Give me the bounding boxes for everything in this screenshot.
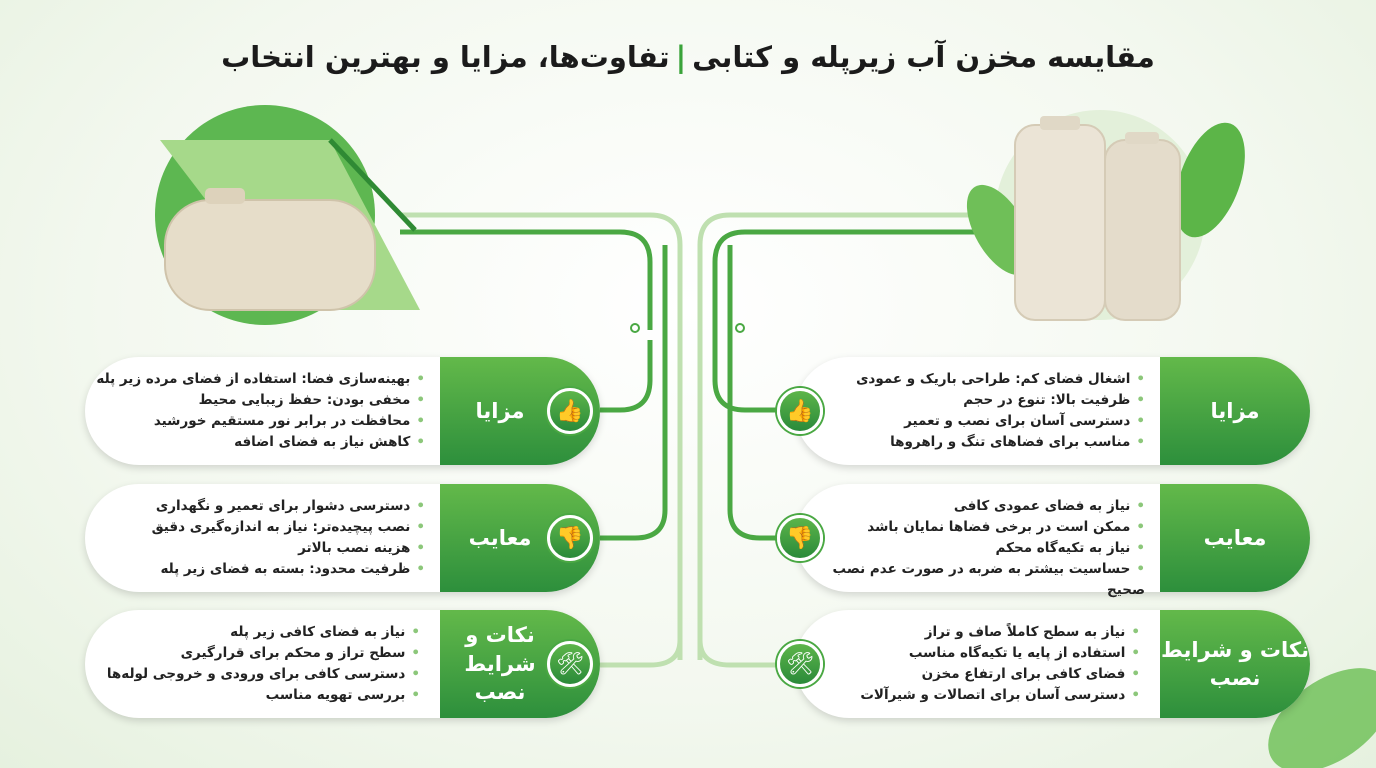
list-item: بررسی تهویه مناسب [107,685,420,706]
list-item: ظرفیت محدود: بسته به فضای زیر پله [152,559,425,580]
list-item: ظرفیت بالا: تنوع در حجم [856,390,1145,411]
item-list: دسترسی دشوار برای تعمیر و نگهداری نصب پی… [152,496,425,580]
thumbs-up-icon: 👍 [777,388,823,434]
left-advantages-card: مزایا 👍 بهینه‌سازی فضا: استفاده از فضای … [85,357,600,465]
section-label: مزایا [1160,357,1310,465]
right-disadvantages-card: معایب 👎 نیاز به فضای عمودی کافی ممکن است… [777,484,1310,598]
under-stair-tank-image [160,138,420,311]
right-advantages-card: مزایا 👍 اشغال فضای کم: طراحی باریک و عمو… [777,357,1310,465]
item-list: نیاز به فضای کافی زیر پله سطح تراز و محک… [107,622,420,706]
list-item: محافظت در برابر نور مستقیم خورشید [96,411,425,432]
list-item: نیاز به تکیه‌گاه محکم [795,538,1145,559]
list-item: نیاز به سطح کاملاً صاف و تراز [860,622,1140,643]
list-item: دسترسی آسان برای نصب و تعمیر [856,411,1145,432]
thumbs-down-icon: 👎 [547,515,593,561]
list-item: مناسب برای فضاهای تنگ و راهروها [856,432,1145,453]
list-item: نیاز به فضای کافی زیر پله [107,622,420,643]
tools-icon: 🛠 [777,641,823,687]
list-item: سطح تراز و محکم برای قرارگیری [107,643,420,664]
left-installation-card: نکات و شرایط نصب 🛠 نیاز به فضای کافی زیر… [85,610,600,718]
list-item: استفاده از پایه یا تکیه‌گاه مناسب [860,643,1140,664]
right-installation-card: نکات و شرایط نصب 🛠 نیاز به سطح کاملاً صا… [777,610,1310,718]
list-item: حساسیت بیشتر به ضربه در صورت عدم نصب صحی… [795,559,1145,601]
section-label: معایب [1160,484,1310,592]
list-item: فضای کافی برای ارتفاع مخزن [860,664,1140,685]
list-item: اشغال فضای کم: طراحی باریک و عمودی [856,369,1145,390]
list-item: کاهش نیاز به فضای اضافه [96,432,425,453]
item-list: نیاز به سطح کاملاً صاف و تراز استفاده از… [860,622,1140,706]
list-item: دسترسی کافی برای ورودی و خروجی لوله‌ها [107,664,420,685]
vertical-tank-image [966,116,1245,321]
tools-icon: 🛠 [547,641,593,687]
list-item: ممکن است در برخی فضاها نمایان باشد [795,517,1145,538]
list-item: دسترسی دشوار برای تعمیر و نگهداری [152,496,425,517]
list-item: مخفی بودن: حفظ زیبایی محیط [96,390,425,411]
section-label: نکات و شرایط نصب [1160,610,1310,718]
list-item: بهینه‌سازی فضا: استفاده از فضای مرده زیر… [96,369,425,390]
page-title: مقایسه مخزن آب زیرپله و کتابی|تفاوت‌ها، … [221,40,1155,74]
item-list: نیاز به فضای عمودی کافی ممکن است در برخی… [795,496,1145,601]
list-item: نیاز به فضای عمودی کافی [795,496,1145,517]
item-list: بهینه‌سازی فضا: استفاده از فضای مرده زیر… [96,369,425,453]
left-disadvantages-card: معایب 👎 دسترسی دشوار برای تعمیر و نگهدار… [85,484,600,592]
list-item: نصب پیچیده‌تر: نیاز به اندازه‌گیری دقیق [152,517,425,538]
thumbs-up-icon: 👍 [547,388,593,434]
item-list: اشغال فضای کم: طراحی باریک و عمودی ظرفیت… [856,369,1145,453]
list-item: دسترسی آسان برای اتصالات و شیرآلات [860,685,1140,706]
list-item: هزینه نصب بالاتر [152,538,425,559]
